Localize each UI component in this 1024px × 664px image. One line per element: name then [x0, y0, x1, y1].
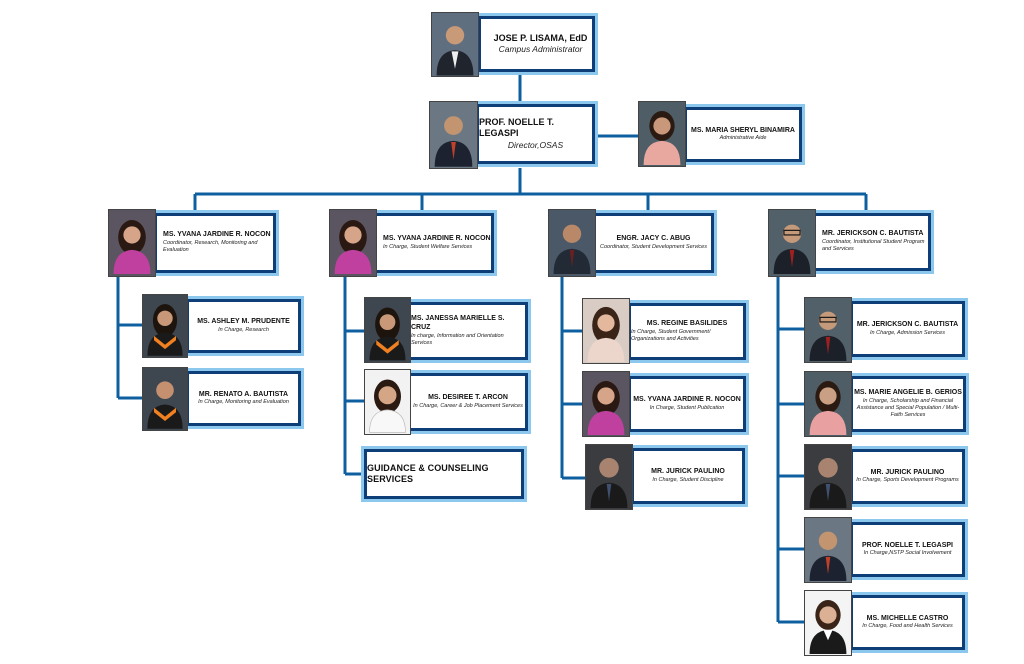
member-role: In Charge, Student Discipline [652, 476, 724, 483]
administrative-aide-name: MS. MARIA SHERYL BINAMIRA [691, 126, 795, 134]
member-name: MS. DESIREE T. ARCON [428, 394, 508, 402]
col1-photo-1 [142, 294, 188, 358]
col1-box-1: MS. ASHLEY M. PRUDENTE In Charge, Resear… [186, 299, 301, 353]
head-name: ENGR. JACY C. ABUG [616, 235, 691, 243]
head-box-student-welfare: MS. YVANA JARDINE R. NOCON In Charge, St… [374, 213, 494, 273]
col4-photo-4 [804, 517, 852, 583]
member-name: MS. REGINE BASILIDES [646, 319, 728, 327]
director-name: PROF. NOELLE T. LEGASPI [479, 117, 555, 139]
member-name: MR. RENATO A. BAUTISTA [198, 390, 289, 398]
col2-box-1: MS. JANESSA MARIELLE S. CRUZ In charge, … [408, 302, 528, 360]
head-name: MR. JERICKSON C. BAUTISTA [822, 230, 924, 238]
campus-administrator-role: Campus Administrator [498, 44, 583, 55]
member-name: MS. YVANA JARDINE R. NOCON [633, 396, 741, 404]
col4-box-4: PROF. NOELLE T. LEGASPI In Charge,NSTP S… [850, 522, 965, 577]
administrative-aide-photo [638, 101, 686, 167]
member-role: In Charge, Student Government/ Organizat… [631, 328, 711, 342]
col4-photo-2 [804, 371, 852, 437]
member-role: In Charge, Student Publication [649, 404, 725, 411]
col4-box-5: MS. MICHELLE CASTRO In Charge, Food and … [850, 595, 965, 650]
head-box-student-development: ENGR. JACY C. ABUG Coordinator, Student … [593, 213, 714, 273]
member-role: In Charge, Food and Health Services [862, 623, 953, 630]
member-name: MS. MARIE ANGELIE B. GERIOS [854, 388, 962, 396]
col3-photo-2 [582, 371, 630, 437]
col4-box-1: MR. JERICKSON C. BAUTISTA In Charge, Adm… [850, 301, 965, 357]
head-photo-4 [768, 209, 816, 277]
head-name: MS. YVANA JARDINE R. NOCON [383, 235, 491, 243]
col4-photo-3 [804, 444, 852, 510]
director-box: PROF. NOELLE T. LEGASPI Director,OSAS [476, 104, 595, 164]
head-role: Coordinator, Institutional Student Progr… [822, 239, 925, 253]
head-photo-1 [108, 209, 156, 277]
col4-photo-5 [804, 590, 852, 656]
col3-box-2: MS. YVANA JARDINE R. NOCON In Charge, St… [628, 376, 746, 432]
member-name: MR. JURICK PAULINO [651, 468, 725, 476]
member-role: In Charge, Sports Development Programs [856, 477, 959, 484]
member-name: MR. JURICK PAULINO [870, 468, 945, 476]
member-name: MR. JERICKSON C. BAUTISTA [856, 321, 959, 329]
head-box-institutional-student-program: MR. JERICKSON C. BAUTISTA Coordinator, I… [813, 213, 931, 271]
head-role: In Charge, Student Welfare Services [383, 243, 473, 250]
col3-box-3: MR. JURICK PAULINO In Charge, Student Di… [631, 448, 745, 504]
member-name: PROF. NOELLE T. LEGASPI [861, 541, 953, 549]
director-role: Director,OSAS [507, 139, 564, 150]
member-name: MS. JANESSA MARIELLE S. CRUZ [411, 315, 505, 331]
col1-photo-2 [142, 367, 188, 431]
campus-administrator-name: JOSE P. LISAMA, EdD [493, 32, 588, 43]
col4-box-2: MS. MARIE ANGELIE B. GERIOS In Charge, S… [850, 376, 966, 432]
member-role: In Charge,NSTP Social Involvement [863, 550, 952, 557]
head-role: Coordinator, Research, Monitoring and Ev… [163, 240, 258, 254]
head-name: MS. YVANA JARDINE R. NOCON [163, 231, 271, 239]
col2-photo-2 [364, 369, 411, 435]
guidance-counseling-box: GUIDANCE & COUNSELING SERVICES [364, 449, 524, 499]
head-role: Coordinator, Student Development Service… [599, 243, 707, 250]
administrative-aide-role: Administrative Aide [719, 135, 767, 142]
member-role: In Charge, Research [218, 326, 269, 333]
col1-box-2: MR. RENATO A. BAUTISTA In Charge, Monito… [186, 371, 301, 426]
col4-photo-1 [804, 297, 852, 363]
head-photo-2 [329, 209, 377, 277]
col3-box-1: MS. REGINE BASILIDES In Charge, Student … [628, 303, 746, 360]
member-role: In Charge, Career & Job Placement Servic… [413, 402, 523, 409]
col2-box-2: MS. DESIREE T. ARCON In Charge, Career &… [408, 373, 528, 431]
member-name: MS. MICHELLE CASTRO [866, 614, 949, 622]
head-photo-3 [548, 209, 596, 277]
col4-box-3: MR. JURICK PAULINO In Charge, Sports Dev… [850, 449, 965, 504]
head-box-research-monitoring: MS. YVANA JARDINE R. NOCON Coordinator, … [154, 213, 276, 273]
col3-photo-1 [582, 298, 630, 364]
member-name: MS. ASHLEY M. PRUDENTE [197, 318, 290, 326]
member-role: In Charge, Admission Services [870, 329, 945, 336]
campus-administrator-box: JOSE P. LISAMA, EdD Campus Administrator [478, 16, 595, 72]
member-role: In Charge, Scholarship and Financial Ass… [856, 397, 960, 418]
guidance-counseling-label: GUIDANCE & COUNSELING SERVICES [367, 462, 489, 484]
campus-administrator-photo [431, 12, 479, 77]
col3-photo-3 [585, 444, 633, 510]
administrative-aide-box: MS. MARIA SHERYL BINAMIRA Administrative… [684, 107, 802, 162]
member-role: In charge, Information and Orientation S… [411, 332, 504, 346]
director-photo [429, 101, 478, 169]
col2-photo-1 [364, 297, 411, 363]
member-role: In Charge, Monitoring and Evaluation [198, 399, 289, 406]
